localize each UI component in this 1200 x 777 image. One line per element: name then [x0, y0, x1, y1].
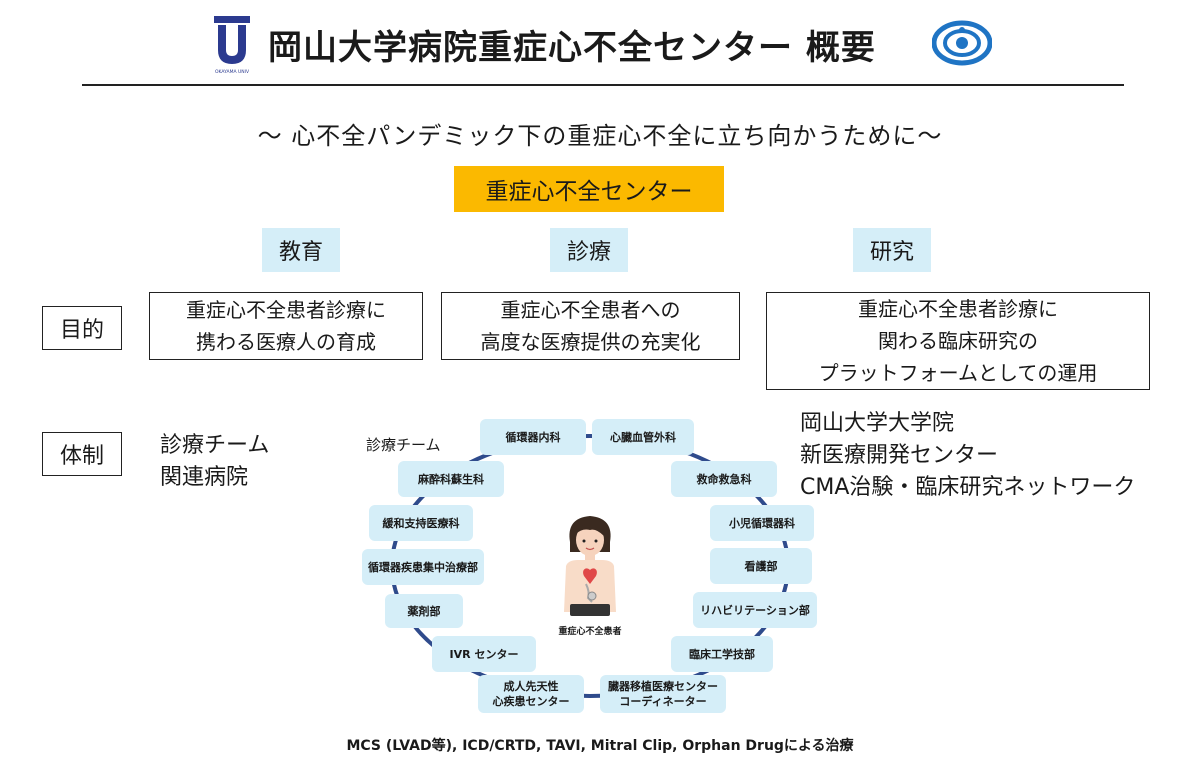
header-divider: [82, 84, 1124, 86]
dept-line: 成人先天性: [503, 680, 559, 693]
dept-palliative-care: 緩和支持医療科: [369, 505, 473, 541]
hospital-emblem-icon: [931, 20, 993, 66]
purpose-line: 重症心不全患者診療に: [186, 298, 386, 322]
system-line: 診療チーム: [160, 433, 270, 458]
care-team-label: 診療チーム: [366, 436, 441, 454]
dept-emergency: 救命救急科: [671, 461, 777, 497]
purpose-line: プラットフォームとしての運用: [818, 361, 1098, 385]
dept-line: リハビリテーション部: [700, 603, 810, 617]
dept-line: 心臓血管外科: [610, 430, 676, 444]
dept-nursing: 看護部: [710, 548, 812, 584]
purpose-line: 重症心不全患者への: [500, 298, 681, 322]
university-logo-text: OKAYAMA UNIV: [215, 69, 250, 75]
system-line: 岡山大学大学院: [800, 411, 955, 436]
education-system: 診療チーム 関連病院: [160, 430, 269, 494]
dept-line: IVR センター: [449, 647, 519, 661]
row-label-system: 体制: [42, 432, 122, 476]
column-heading-clinical: 診療: [550, 228, 628, 272]
dept-line: 循環器内科: [505, 430, 561, 444]
dept-line: 麻酔科蘇生科: [418, 472, 484, 486]
dept-pharmacy: 薬剤部: [385, 594, 463, 628]
dept-line: 薬剤部: [407, 604, 441, 618]
dept-clinical-engineering: 臨床工学技部: [671, 636, 773, 672]
treatment-footer: MCS (LVAD等), ICD/CRTD, TAVI, Mitral Clip…: [346, 738, 854, 754]
purpose-line: 重症心不全患者診療に: [858, 297, 1058, 321]
system-line: 関連病院: [160, 465, 249, 490]
dept-cardiology: 循環器内科: [480, 419, 586, 455]
dept-line: 循環器疾患集中治療部: [368, 560, 478, 574]
dept-transplant-center: 臓器移植医療センター コーディネーター: [600, 675, 726, 713]
column-heading-research: 研究: [853, 228, 931, 272]
dept-line: コーディネーター: [619, 695, 707, 708]
dept-line: 看護部: [744, 559, 778, 573]
purpose-box-research: 重症心不全患者診療に 関わる臨床研究の プラットフォームとしての運用: [766, 292, 1150, 390]
research-system: 岡山大学大学院 新医療開発センター CMA治験・臨床研究ネットワーク: [800, 408, 1135, 504]
center-name-box: 重症心不全センター: [454, 166, 724, 212]
column-heading-education: 教育: [262, 228, 340, 272]
patient-illustration: [556, 512, 624, 624]
dept-ivr-center: IVR センター: [432, 636, 536, 672]
purpose-line: 携わる医療人の育成: [196, 330, 376, 354]
dept-line: 救命救急科: [696, 472, 752, 486]
dept-cardiovascular-surgery: 心臓血管外科: [592, 419, 694, 455]
dept-cardiac-icu: 循環器疾患集中治療部: [362, 549, 484, 585]
dept-pediatric-cardiology: 小児循環器科: [710, 505, 814, 541]
dept-line: 緩和支持医療科: [382, 516, 460, 530]
dept-anesthesiology: 麻酔科蘇生科: [398, 461, 504, 497]
subtitle: ～ 心不全パンデミック下の重症心不全に立ち向かうために～: [257, 122, 943, 150]
dept-line: 小児循環器科: [729, 516, 795, 530]
university-logo: OKAYAMA UNIV: [210, 14, 254, 76]
dept-rehabilitation: リハビリテーション部: [693, 592, 817, 628]
patient-caption: 重症心不全患者: [558, 627, 622, 637]
page-title: 岡山大学病院重症心不全センター 概要: [268, 28, 876, 68]
row-label-purpose: 目的: [42, 306, 122, 350]
purpose-line: 関わる臨床研究の: [878, 329, 1038, 353]
dept-line: 臨床工学技部: [689, 647, 755, 661]
purpose-box-clinical: 重症心不全患者への 高度な医療提供の充実化: [441, 292, 740, 360]
dept-adult-congenital: 成人先天性 心疾患センター: [478, 675, 584, 713]
system-line: 新医療開発センター: [800, 443, 999, 468]
purpose-line: 高度な医療提供の充実化: [480, 330, 701, 354]
dept-line: 心疾患センター: [492, 695, 570, 708]
purpose-box-education: 重症心不全患者診療に 携わる医療人の育成: [149, 292, 423, 360]
dept-line: 臓器移植医療センター: [608, 680, 718, 693]
system-line: CMA治験・臨床研究ネットワーク: [800, 475, 1136, 500]
